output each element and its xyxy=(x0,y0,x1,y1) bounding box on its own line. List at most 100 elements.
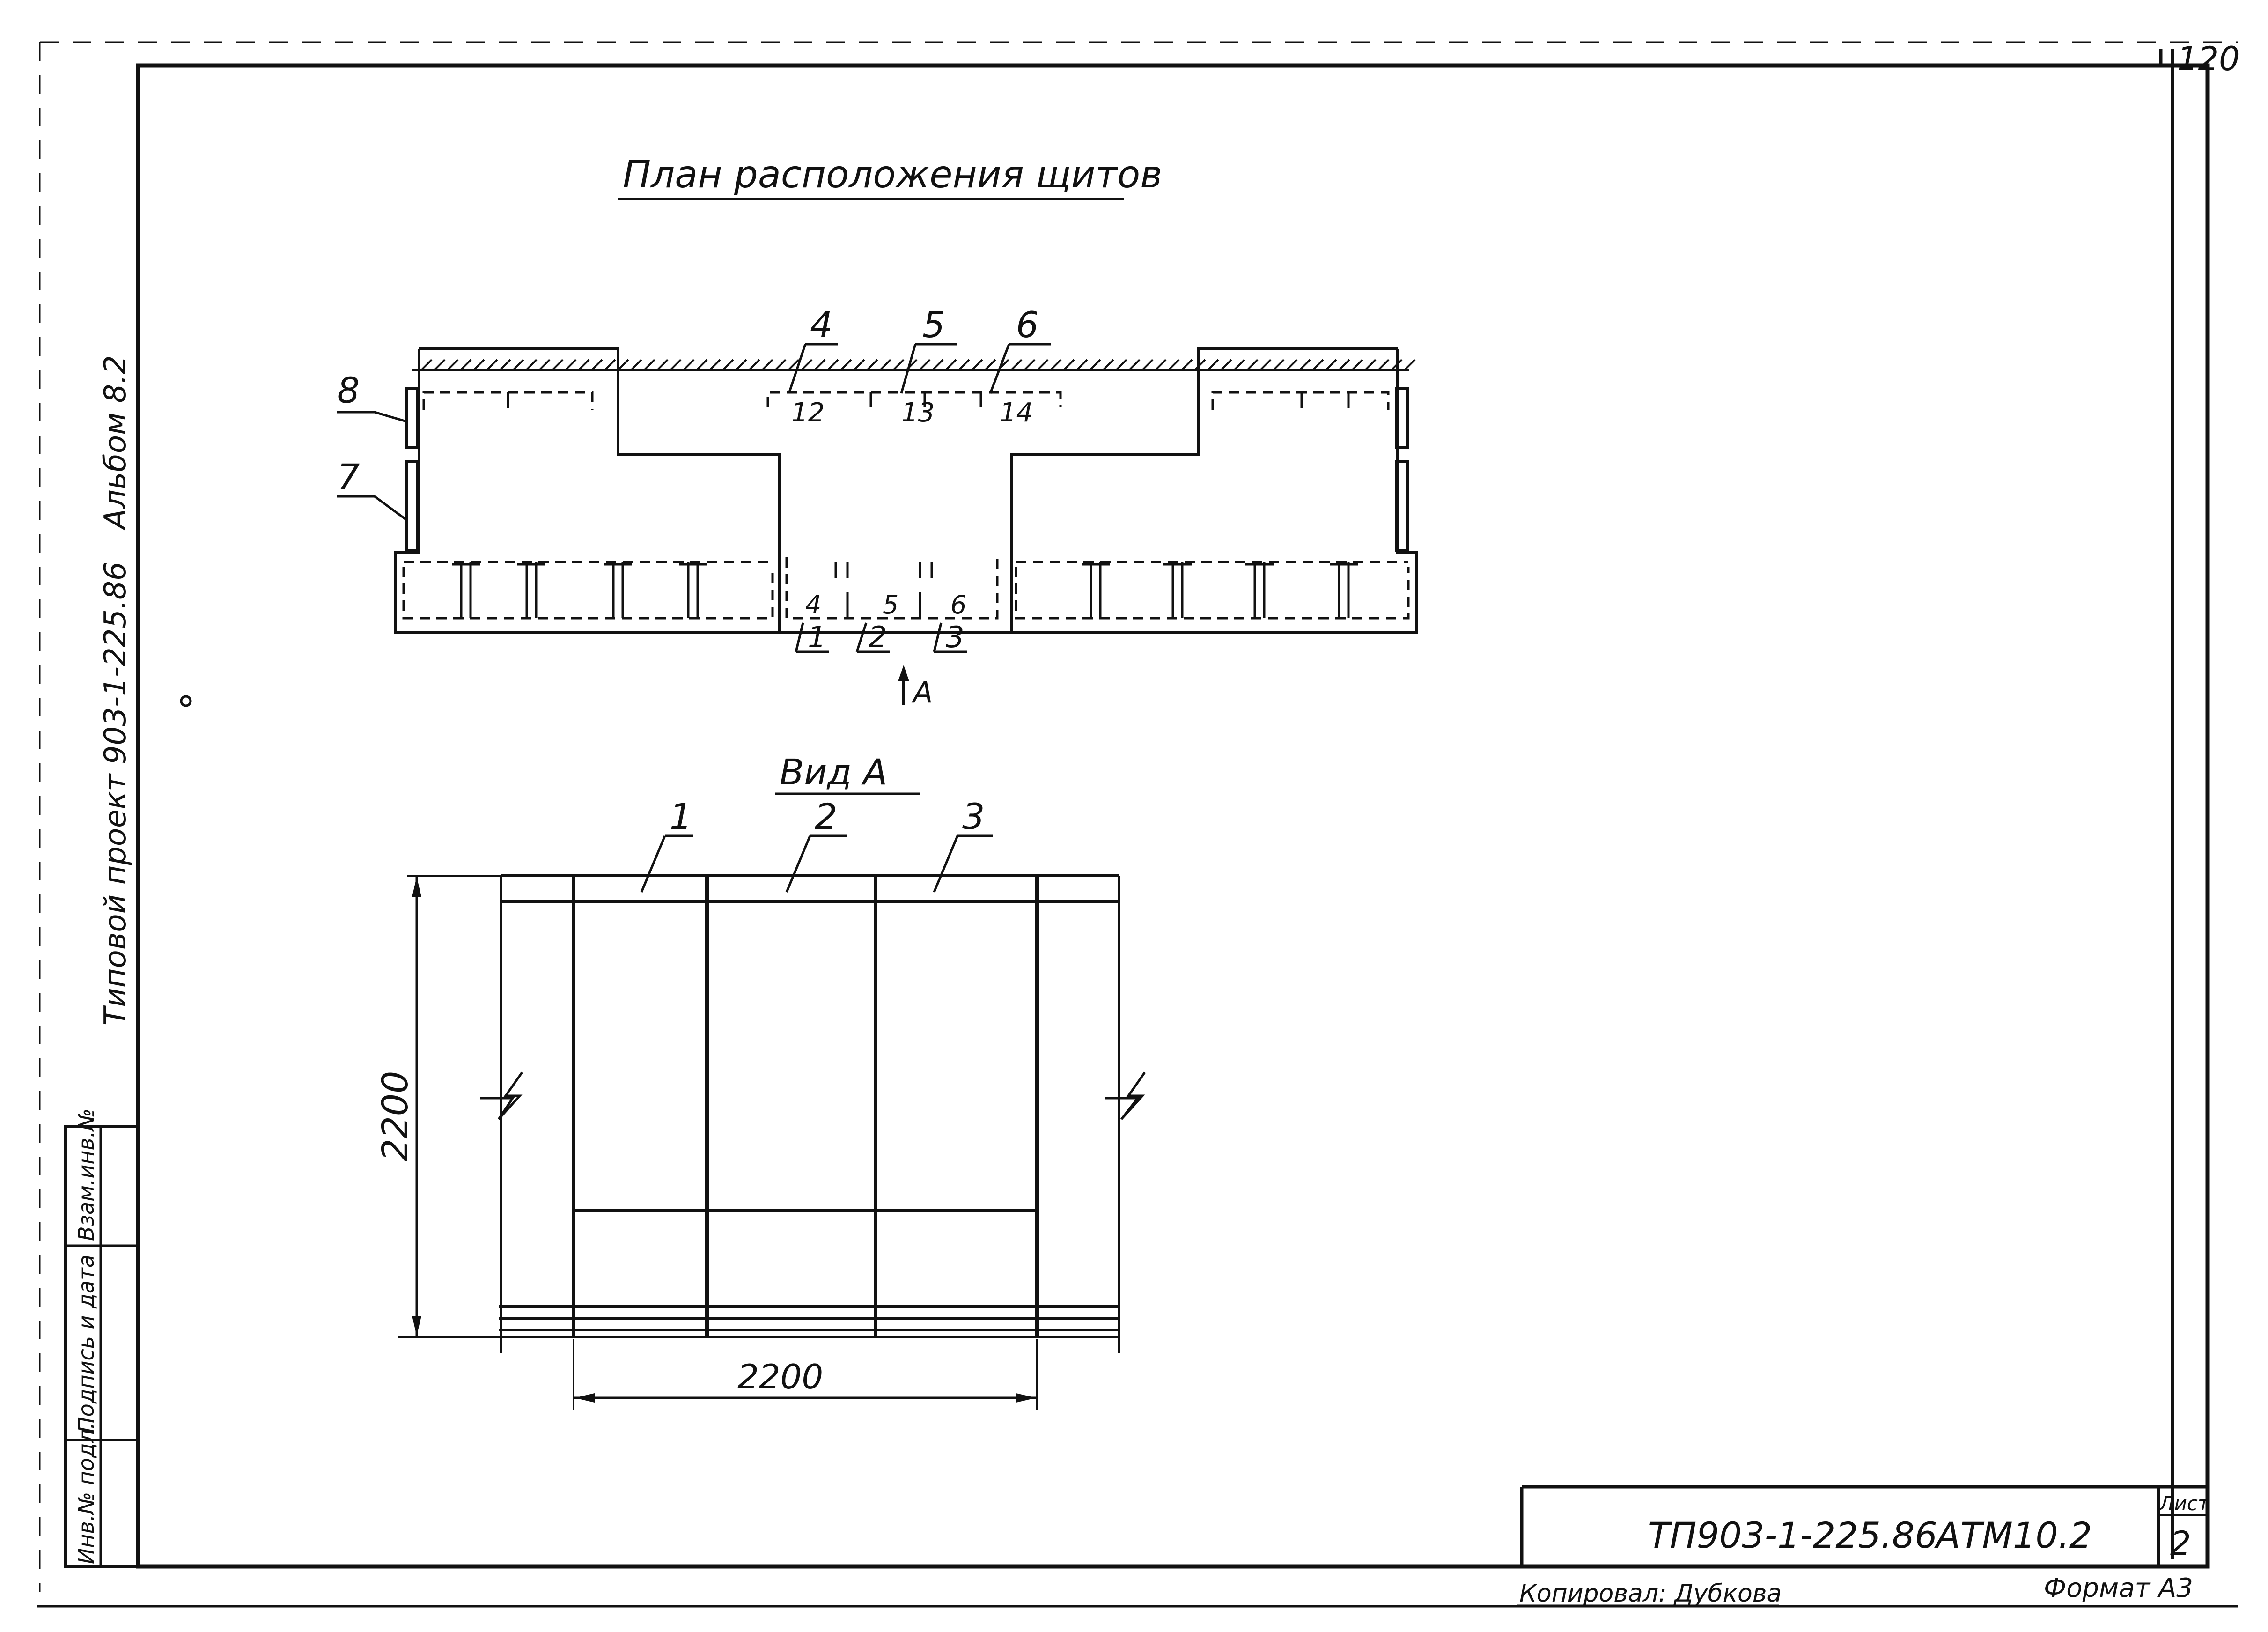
copied-by: Копировал: Дубкова xyxy=(1519,1580,1782,1608)
sheet-number: 2 xyxy=(2170,1524,2191,1563)
hatch-stroke xyxy=(1181,359,1193,371)
hatch-stroke xyxy=(1404,359,1416,371)
hatch-stroke xyxy=(696,359,708,371)
hatch-stroke xyxy=(709,359,721,371)
hatch-stroke xyxy=(1246,359,1259,371)
hatch-stroke xyxy=(958,359,970,371)
hatch-stroke xyxy=(984,359,996,371)
hatch-stroke xyxy=(434,359,446,371)
view-callout-1: 1 xyxy=(670,796,692,837)
bottom-cabinets xyxy=(402,561,1410,620)
hatch-stroke xyxy=(591,359,603,371)
hatch-stroke xyxy=(1024,359,1036,371)
panel-14: 14 xyxy=(1000,398,1033,428)
hatch-stroke xyxy=(748,359,760,371)
hatch-stroke xyxy=(1377,359,1390,371)
view-callouts: 1 2 3 xyxy=(640,796,993,893)
side-text-album: Альбом 8.2 xyxy=(98,355,133,531)
panel-1-bottom: 1 xyxy=(808,620,826,654)
view-callout-3: 3 xyxy=(962,796,985,837)
hatch-stroke xyxy=(932,359,944,371)
side-stamp-inv: Инв.№ подл. xyxy=(74,1422,99,1564)
hatch-stroke xyxy=(945,359,957,371)
hatch-stroke xyxy=(866,359,878,371)
corner-number: 120 xyxy=(2177,40,2240,78)
hatch-stroke xyxy=(722,359,734,371)
hatch-stroke xyxy=(670,359,682,371)
hatch-stroke xyxy=(1207,359,1219,371)
hatch-stroke xyxy=(735,359,747,371)
hatch-stroke xyxy=(1259,359,1272,371)
plan-title: План расположения щитов xyxy=(623,153,1162,196)
hatch-stroke xyxy=(486,359,498,371)
hatch-stroke xyxy=(1102,359,1114,371)
hatch-stroke xyxy=(1286,359,1298,371)
side-stamp-sign: Подпись и дата xyxy=(74,1255,99,1433)
hatch-stroke xyxy=(1037,359,1049,371)
hatch-stroke xyxy=(604,359,616,371)
sheet-label: Лист xyxy=(2158,1492,2210,1515)
hatch-stroke xyxy=(1155,359,1167,371)
hatch-stroke xyxy=(617,359,629,371)
plan-drawing xyxy=(394,347,1418,634)
panel-4-bottom: 4 xyxy=(805,590,821,620)
hatch-stroke xyxy=(656,359,669,371)
hatch-stroke xyxy=(1076,359,1088,371)
hatch-stroke xyxy=(1299,359,1311,371)
view-callout-2: 2 xyxy=(815,796,837,837)
hatch-stroke xyxy=(853,359,865,371)
side-stamp-box xyxy=(64,1125,140,1568)
hatch-stroke xyxy=(630,359,642,371)
plan-callouts-top: 4 5 6 12 13 14 xyxy=(788,304,1051,428)
hatch-stroke xyxy=(565,359,577,371)
panel-2-bottom: 2 xyxy=(869,620,887,654)
panel-13: 13 xyxy=(901,398,935,428)
hatch-stroke xyxy=(552,359,564,371)
hatch-stroke xyxy=(1050,359,1062,371)
side-stamp-replace: Взам.инв.№ xyxy=(74,1108,99,1241)
hatch-stroke xyxy=(801,359,813,371)
view-arrow: А xyxy=(898,665,933,709)
hatch-stroke xyxy=(683,359,695,371)
callout-7: 7 xyxy=(337,456,360,498)
hatch-stroke xyxy=(1220,359,1232,371)
view-arrow-label: А xyxy=(911,675,933,709)
hatch-stroke xyxy=(971,359,983,371)
hatch-stroke xyxy=(473,359,485,371)
hatch-stroke xyxy=(788,359,800,371)
callout-6: 6 xyxy=(1016,304,1038,346)
panel-3-bottom: 3 xyxy=(946,620,964,654)
plan-callouts-left: 8 7 xyxy=(337,369,407,521)
dim-height-label: 2200 xyxy=(374,1071,416,1161)
hatch-stroke xyxy=(538,359,551,371)
hatch-stroke xyxy=(774,359,787,371)
hatch-stroke xyxy=(1010,359,1023,371)
doc-mark: АТМ10.2 xyxy=(1934,1514,2092,1556)
hatch-stroke xyxy=(420,359,433,371)
hatch-stroke xyxy=(1128,359,1141,371)
hatch-stroke xyxy=(840,359,852,371)
panel-5-bottom: 5 xyxy=(883,590,898,620)
dimension-height: 2200 xyxy=(374,875,501,1338)
hatch-stroke xyxy=(1063,359,1075,371)
hatch-stroke xyxy=(525,359,538,371)
hatch-stroke xyxy=(1089,359,1101,371)
side-text-project: Типовой проект 903-1-225.86 xyxy=(98,561,133,1026)
panel-6-bottom: 6 xyxy=(950,590,966,620)
hatch-stroke xyxy=(499,359,511,371)
panel-12: 12 xyxy=(791,398,825,428)
hatch-stroke xyxy=(512,359,524,371)
plan-middle-labels: 4 5 6 1 2 3 xyxy=(795,590,967,654)
hatch-stroke xyxy=(578,359,590,371)
hatch-stroke xyxy=(892,359,905,371)
hatch-stroke xyxy=(1233,359,1245,371)
hatch-stroke xyxy=(761,359,773,371)
hatch-stroke xyxy=(919,359,931,371)
hatch-stroke xyxy=(1312,359,1324,371)
view-title: Вид А xyxy=(780,751,887,793)
hatch-stroke xyxy=(1115,359,1127,371)
callout-8: 8 xyxy=(337,369,360,411)
hole-mark xyxy=(180,695,192,707)
hatch-stroke xyxy=(1364,359,1377,371)
